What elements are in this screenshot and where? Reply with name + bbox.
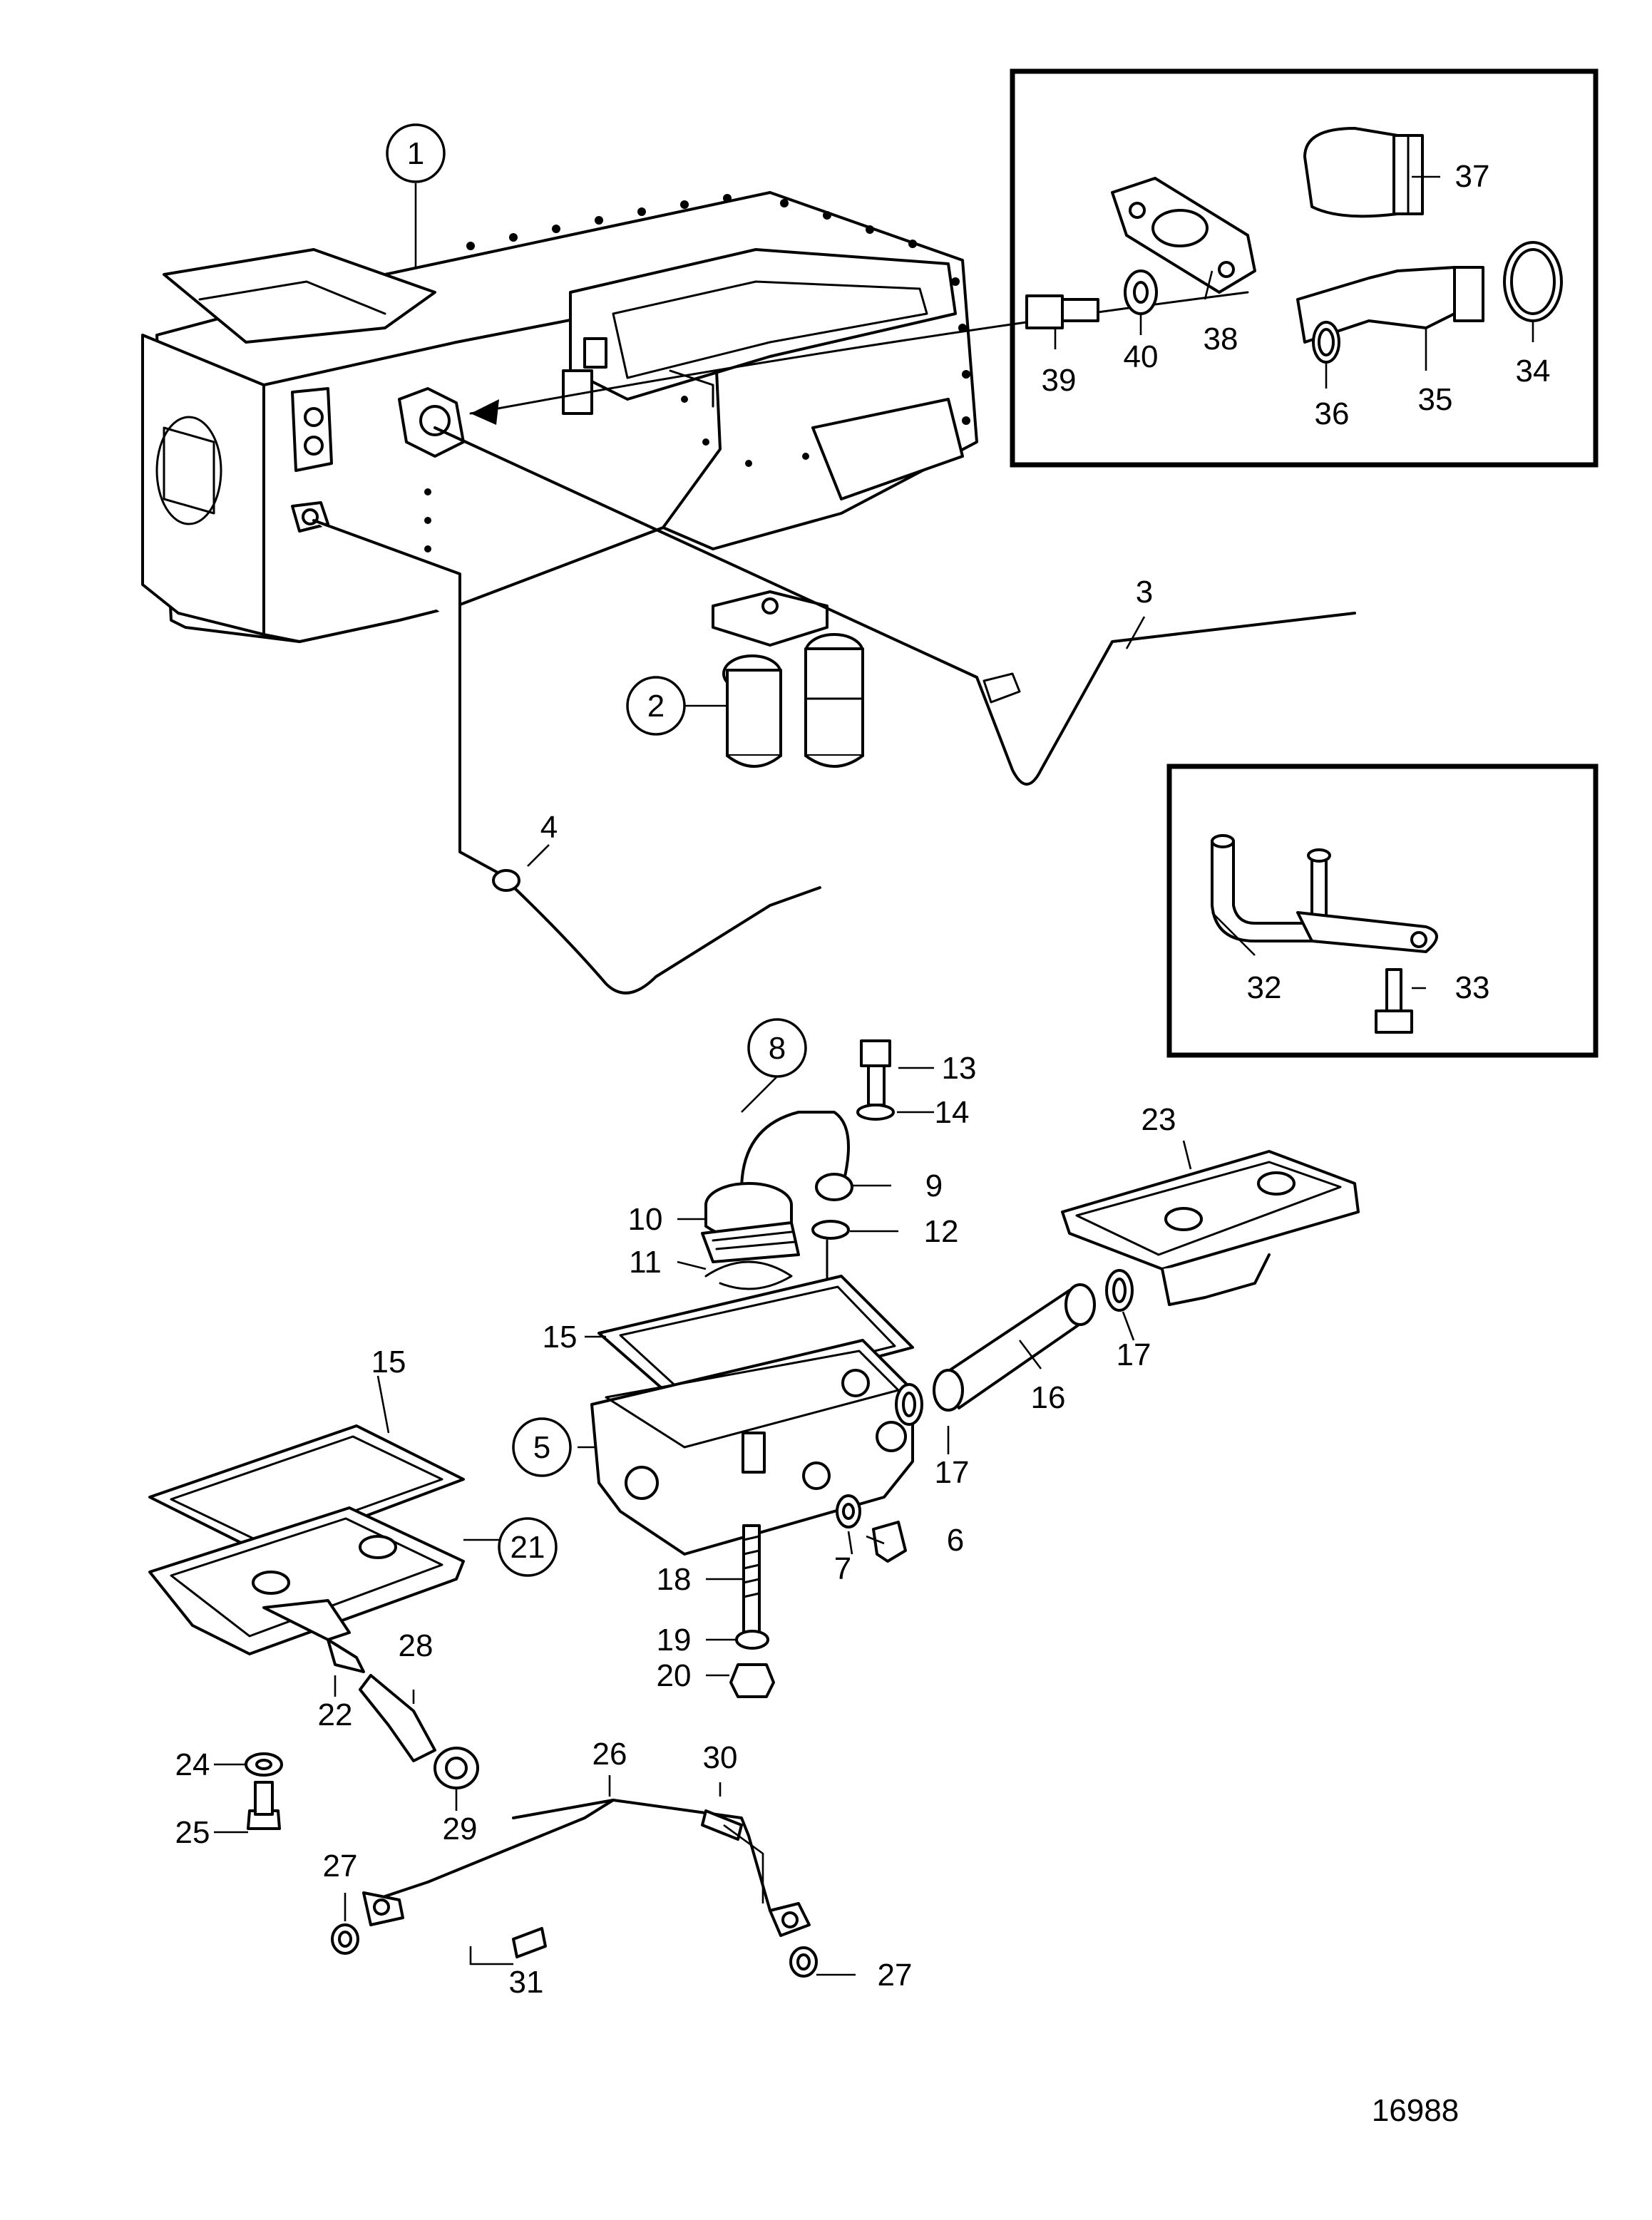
label-19: 19 — [657, 1623, 692, 1658]
label-20: 20 — [657, 1658, 692, 1693]
callout-21: 21 — [498, 1517, 558, 1577]
cover-23 — [1061, 1150, 1360, 1306]
svg-text:1: 1 — [407, 136, 424, 171]
label-38: 38 — [1204, 322, 1238, 356]
detail-inset-pipe — [1166, 764, 1599, 1058]
label-10: 10 — [628, 1202, 663, 1237]
label-7: 7 — [834, 1551, 851, 1586]
label-35: 35 — [1418, 382, 1453, 417]
label-24: 24 — [175, 1747, 210, 1782]
arrow-head — [471, 399, 499, 425]
label-16: 16 — [1031, 1380, 1066, 1415]
label-25: 25 — [175, 1815, 210, 1850]
callout-8: 8 — [747, 1018, 807, 1078]
label-22: 22 — [318, 1697, 353, 1732]
label-31: 31 — [509, 1965, 544, 2000]
svg-text:8: 8 — [769, 1031, 786, 1066]
label-36: 36 — [1315, 396, 1350, 431]
label-30: 30 — [703, 1740, 738, 1775]
return-pipe-assembly — [245, 1638, 818, 1978]
label-27-left: 27 — [323, 1849, 358, 1884]
svg-text:2: 2 — [647, 689, 665, 724]
label-17-left: 17 — [935, 1455, 970, 1490]
label-12: 12 — [924, 1214, 959, 1249]
leader-lines — [214, 175, 1534, 1976]
oil-filter-assembly — [712, 590, 864, 768]
oil-sump — [141, 191, 978, 643]
label-40: 40 — [1124, 339, 1159, 374]
label-14: 14 — [935, 1095, 970, 1130]
label-15-left: 15 — [371, 1345, 406, 1379]
left-gasket-and-cover — [148, 1424, 465, 1655]
label-32: 32 — [1247, 970, 1282, 1005]
callout-5: 5 — [512, 1417, 572, 1477]
label-3: 3 — [1136, 575, 1153, 610]
breather-assembly — [590, 1039, 914, 1556]
label-17-right: 17 — [1117, 1337, 1151, 1372]
oil-pipe-4 — [312, 519, 821, 995]
label-11: 11 — [629, 1245, 662, 1280]
label-15-right: 15 — [543, 1320, 578, 1355]
oil-pipe-3 — [433, 426, 1356, 786]
figure-number: 16988 — [1372, 2093, 1459, 2128]
label-4: 4 — [540, 810, 558, 845]
label-34: 34 — [1516, 354, 1551, 389]
callout-1: 1 — [386, 123, 446, 183]
callout-2: 2 — [626, 676, 686, 736]
stud-washer-nut — [729, 1524, 775, 1698]
detail-inset-top — [1010, 68, 1599, 468]
label-28: 28 — [399, 1628, 433, 1663]
label-23: 23 — [1141, 1102, 1176, 1137]
label-37: 37 — [1455, 159, 1490, 194]
label-29: 29 — [443, 1812, 478, 1846]
label-9: 9 — [925, 1168, 943, 1203]
svg-text:21: 21 — [511, 1530, 545, 1565]
plug-and-washer — [836, 1494, 907, 1563]
label-26: 26 — [592, 1737, 627, 1772]
inset-pipe-parts — [1211, 834, 1438, 1034]
hose-and-clamps — [895, 1269, 1134, 1426]
label-13: 13 — [942, 1051, 977, 1086]
label-6: 6 — [947, 1523, 964, 1558]
label-18: 18 — [657, 1562, 692, 1597]
inset-parts — [1025, 127, 1563, 364]
label-39: 39 — [1042, 363, 1077, 398]
svg-text:5: 5 — [533, 1430, 550, 1465]
part-labels: 3 4 6 7 9 10 11 12 13 14 15 15 16 17 17 … — [175, 159, 1551, 2000]
label-27-right: 27 — [878, 1958, 913, 1993]
label-33: 33 — [1455, 970, 1490, 1005]
